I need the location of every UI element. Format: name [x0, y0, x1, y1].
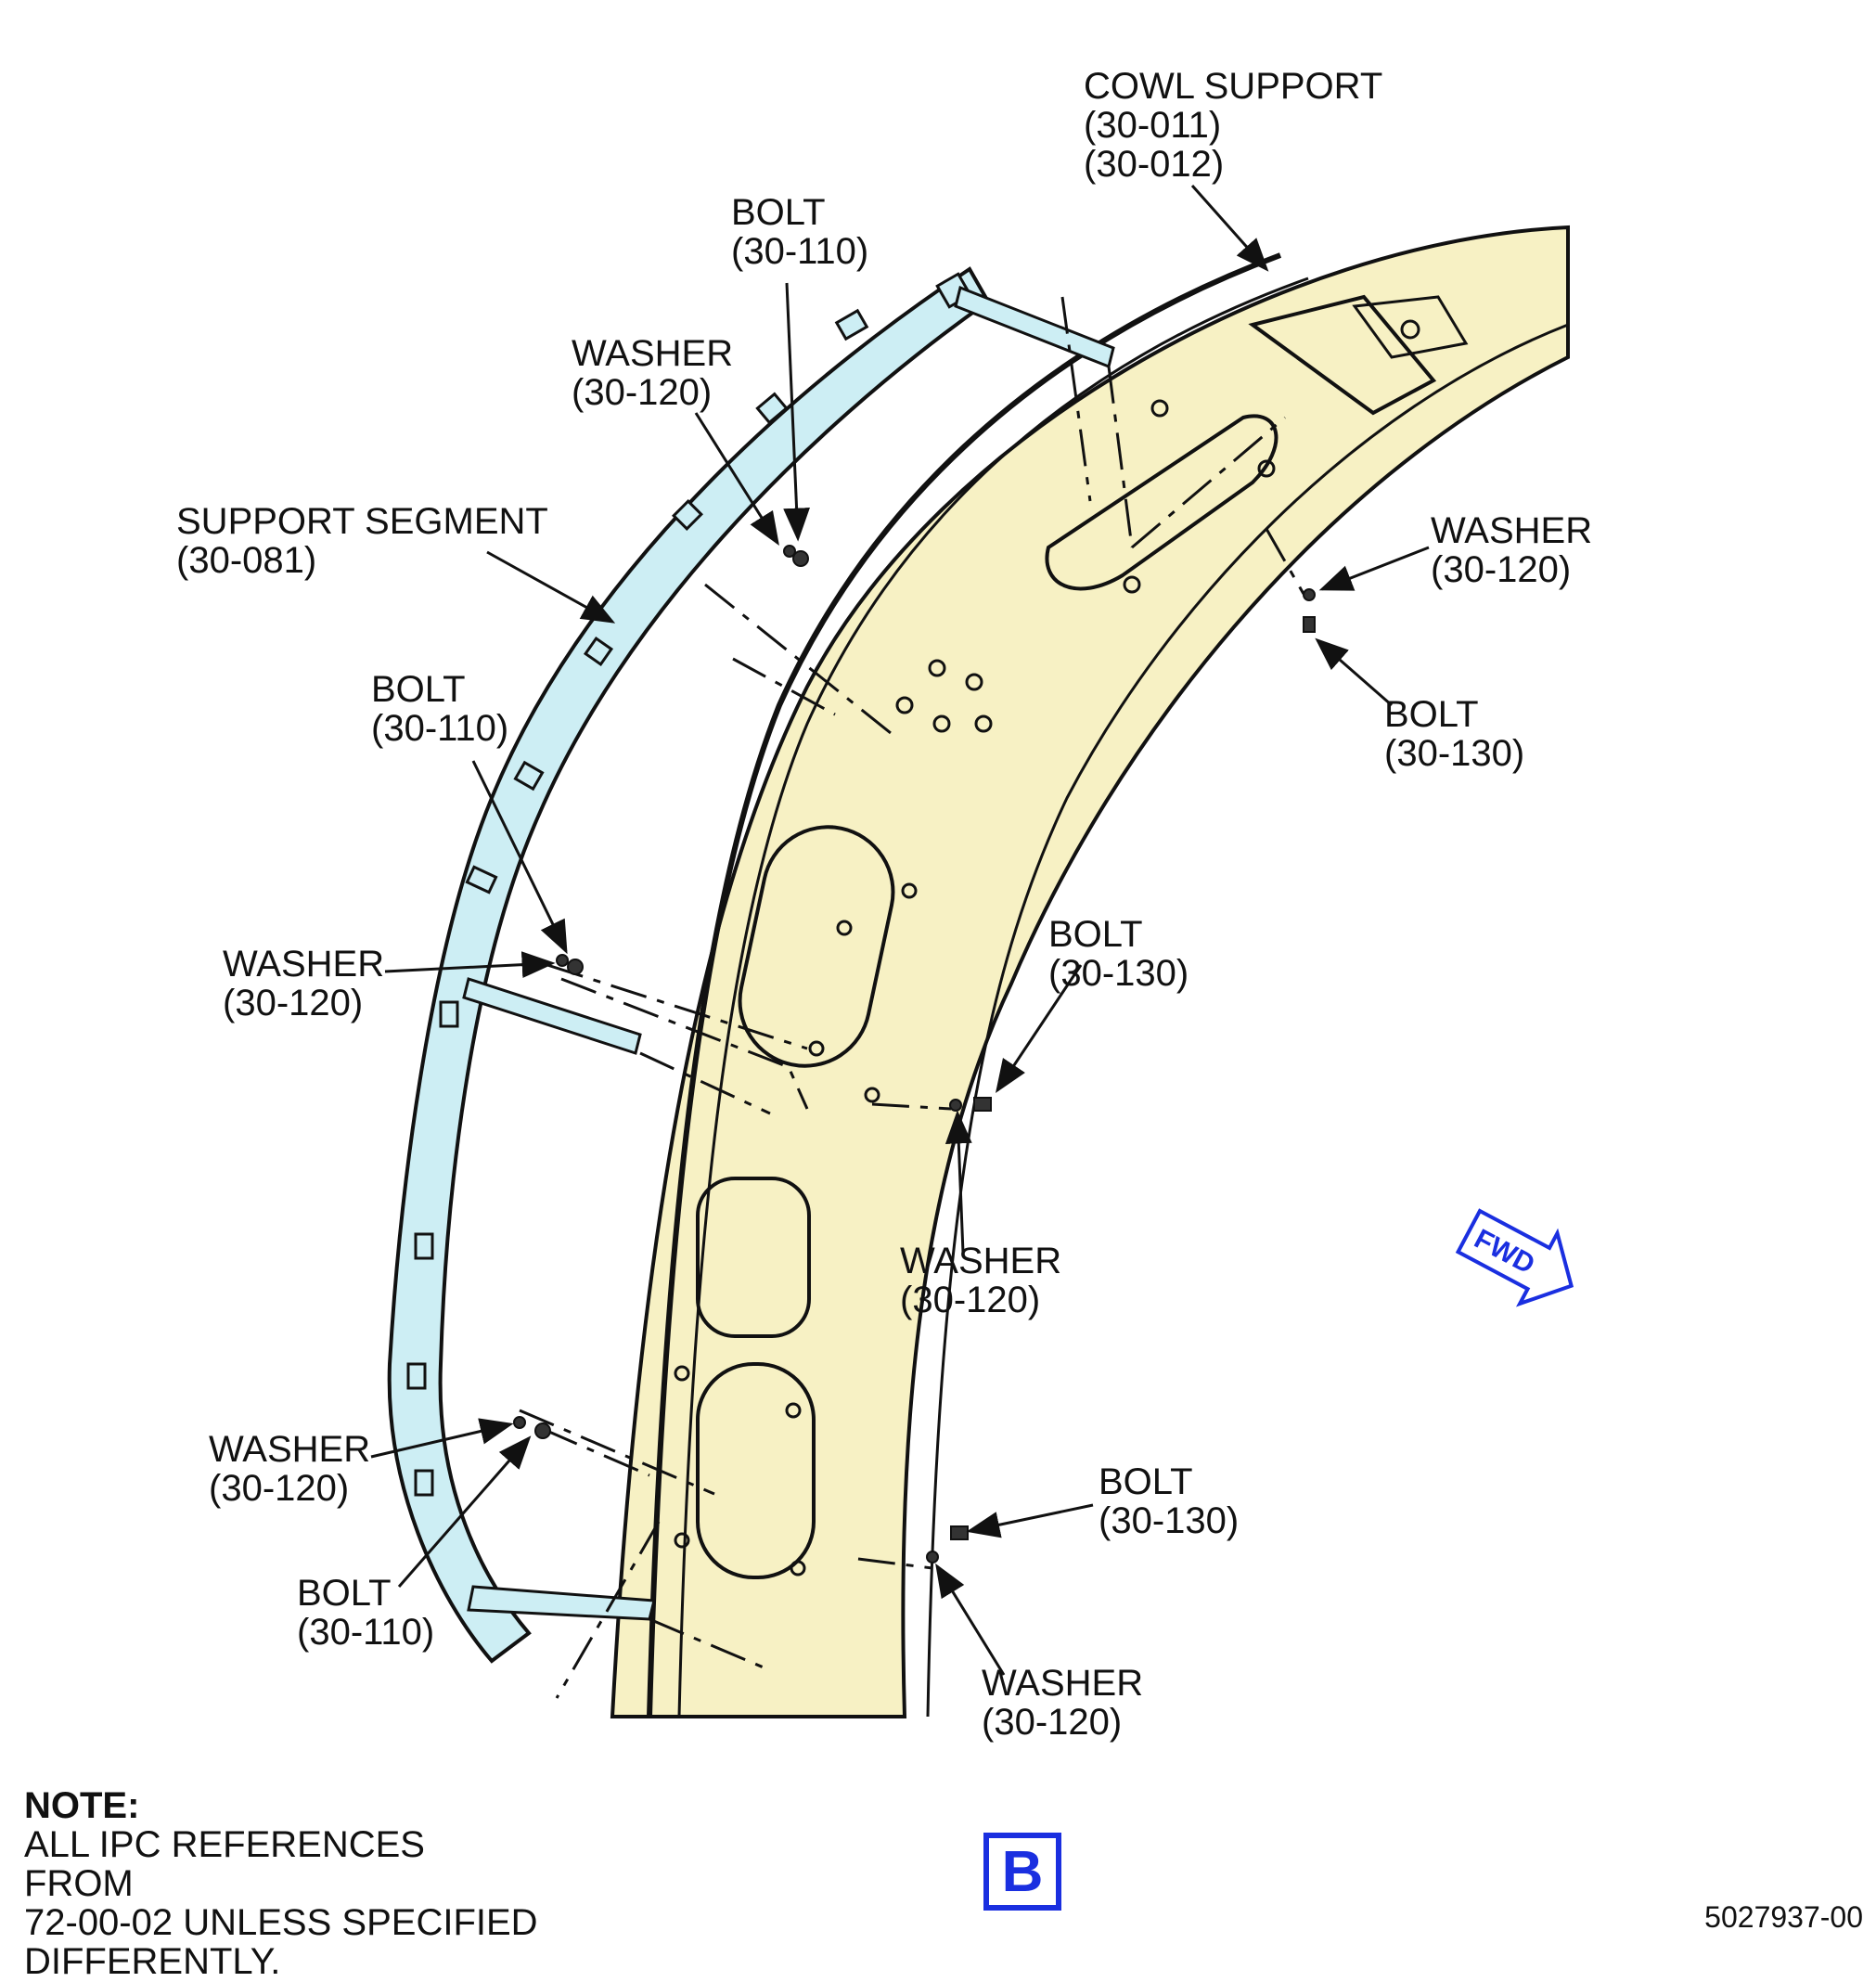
callout-bolt-bot: BOLT (30-110) [297, 1573, 434, 1653]
callout-ref: (30-110) [731, 231, 868, 272]
callout-ref: (30-120) [572, 372, 712, 413]
callout-washer-top: WASHER (30-120) [572, 333, 733, 413]
callout-name: WASHER [1431, 510, 1592, 551]
callout-ref: (30-120) [900, 1280, 1040, 1320]
callout-bolt-top: BOLT (30-110) [731, 192, 868, 272]
callout-support-segment: SUPPORT SEGMENT (30-081) [176, 501, 548, 581]
callout-name: BOLT [1048, 914, 1143, 955]
callout-ref: (30-120) [982, 1702, 1122, 1743]
callout-ref: (30-120) [223, 983, 363, 1023]
callout-bolt-center: BOLT (30-130) [1048, 914, 1189, 994]
callout-ref: (30-130) [1384, 733, 1524, 774]
callout-ref: (30-012) [1084, 144, 1224, 185]
callout-cowl-support: COWL SUPPORT (30-011) (30-012) [1084, 66, 1382, 185]
fwd-direction-arrow-icon: FWD [1455, 1208, 1574, 1307]
note-body: ALL IPC REFERENCES FROM 72-00-02 UNLESS … [24, 1824, 538, 1982]
callout-ref: (30-120) [209, 1468, 349, 1509]
view-label-badge: B [983, 1833, 1061, 1911]
callout-bolt-mid: BOLT (30-110) [371, 669, 508, 749]
figure-number: 5027937-00 [1704, 1900, 1863, 1934]
callout-ref: (30-120) [1431, 549, 1571, 590]
fastener-hardware [513, 545, 1316, 1564]
callout-name: WASHER [209, 1429, 370, 1470]
callout-name: BOLT [1384, 694, 1479, 735]
callout-name: BOLT [731, 192, 826, 233]
callout-name: WASHER [982, 1663, 1143, 1704]
callout-ref: (30-110) [297, 1612, 434, 1653]
callout-name: BOLT [297, 1573, 392, 1614]
callout-ref: (30-011) [1084, 105, 1221, 146]
callout-name: SUPPORT SEGMENT [176, 501, 548, 542]
callout-name: WASHER [223, 944, 384, 985]
callout-ref: (30-130) [1048, 953, 1189, 994]
callout-name: COWL SUPPORT [1084, 66, 1382, 107]
callout-name: BOLT [1099, 1461, 1193, 1502]
note-title: NOTE: [24, 1785, 140, 1826]
callout-name: WASHER [572, 333, 733, 374]
callout-ref: (30-081) [176, 540, 316, 581]
callout-name: WASHER [900, 1241, 1061, 1281]
callout-bolt-right-bot: BOLT (30-130) [1099, 1461, 1239, 1541]
exploded-centerlines [519, 296, 1305, 1699]
callout-name: BOLT [371, 669, 466, 710]
callout-washer-right-bot: WASHER (30-120) [982, 1663, 1143, 1743]
callout-washer-mid: WASHER (30-120) [223, 944, 384, 1023]
note-block: NOTE: ALL IPC REFERENCES FROM 72-00-02 U… [24, 1786, 544, 1981]
callout-bolt-right-top: BOLT (30-130) [1384, 694, 1524, 774]
callout-ref: (30-110) [371, 708, 508, 749]
callout-washer-bot: WASHER (30-120) [209, 1429, 370, 1509]
callout-washer-right-top: WASHER (30-120) [1431, 510, 1592, 590]
callout-washer-center: WASHER (30-120) [900, 1241, 1061, 1320]
cowl-support-frame [610, 225, 1570, 1718]
leader-lines [370, 185, 1430, 1676]
callout-ref: (30-130) [1099, 1500, 1239, 1541]
